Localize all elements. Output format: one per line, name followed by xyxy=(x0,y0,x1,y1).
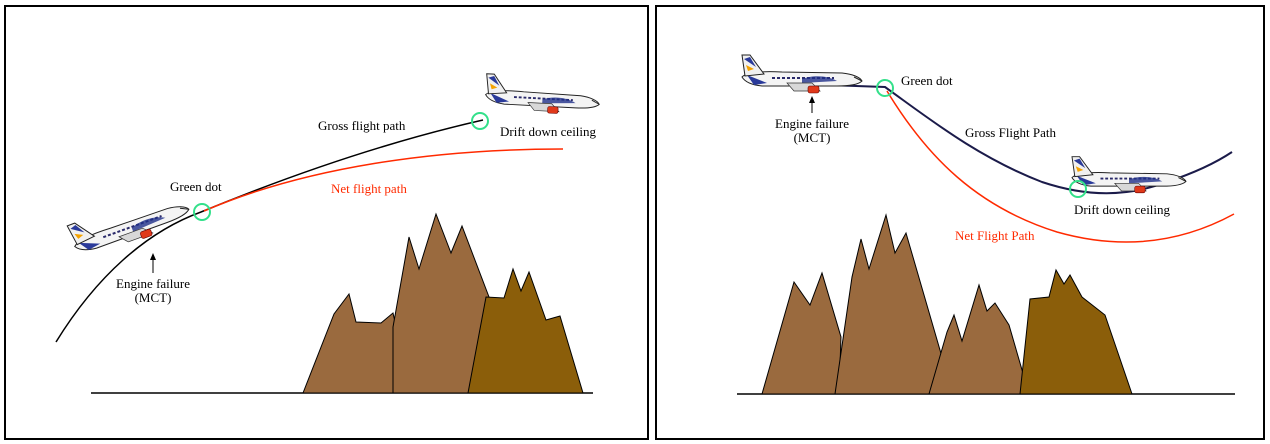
engine-failure-arrow-icon xyxy=(809,96,815,113)
engine-failure-arrow-icon xyxy=(150,253,156,273)
green-dot-marker-icon xyxy=(193,203,211,221)
mountain-1 xyxy=(761,271,842,395)
green-dot-label: Green dot xyxy=(170,179,222,194)
green-dot-label: Green dot xyxy=(901,73,953,88)
green-dot-marker-icon xyxy=(1069,180,1087,198)
engine-failure-label: Engine failure xyxy=(116,276,190,291)
gross-flight-path-label: Gross Flight Path xyxy=(965,125,1057,140)
airplane-icon xyxy=(1071,155,1187,194)
left-diagram-panel: Gross flight path Net flight path Green … xyxy=(4,5,649,440)
gross-flight-path-label: Gross flight path xyxy=(318,118,406,133)
left-diagram-svg: Gross flight path Net flight path Green … xyxy=(55,72,602,394)
airplane-icon xyxy=(741,54,863,94)
engine-failure-mct-label: (MCT) xyxy=(135,290,172,305)
net-flight-path-label: Net Flight Path xyxy=(955,228,1035,243)
mountain-2 xyxy=(834,213,943,395)
right-diagram-panel: Green dot Gross Flight Path Drift down c… xyxy=(655,5,1265,440)
drift-down-ceiling-label: Drift down ceiling xyxy=(500,124,597,139)
gross-flight-path-line xyxy=(826,84,1233,195)
net-flight-path-line xyxy=(203,148,564,212)
engine-failure-label: Engine failure xyxy=(775,116,849,131)
drift-down-ceiling-label: Drift down ceiling xyxy=(1074,202,1171,217)
right-diagram-svg: Green dot Gross Flight Path Drift down c… xyxy=(737,54,1235,395)
green-dot-marker-icon xyxy=(471,112,489,130)
mountain-3 xyxy=(467,267,584,394)
mountain-4 xyxy=(1019,268,1133,395)
airplane-icon xyxy=(483,72,602,117)
net-flight-path-label: Net flight path xyxy=(331,181,407,196)
engine-failure-mct-label: (MCT) xyxy=(794,130,831,145)
mountain-3 xyxy=(928,283,1030,395)
net-flight-path-line xyxy=(886,90,1235,243)
green-dot-marker-icon xyxy=(876,79,894,97)
